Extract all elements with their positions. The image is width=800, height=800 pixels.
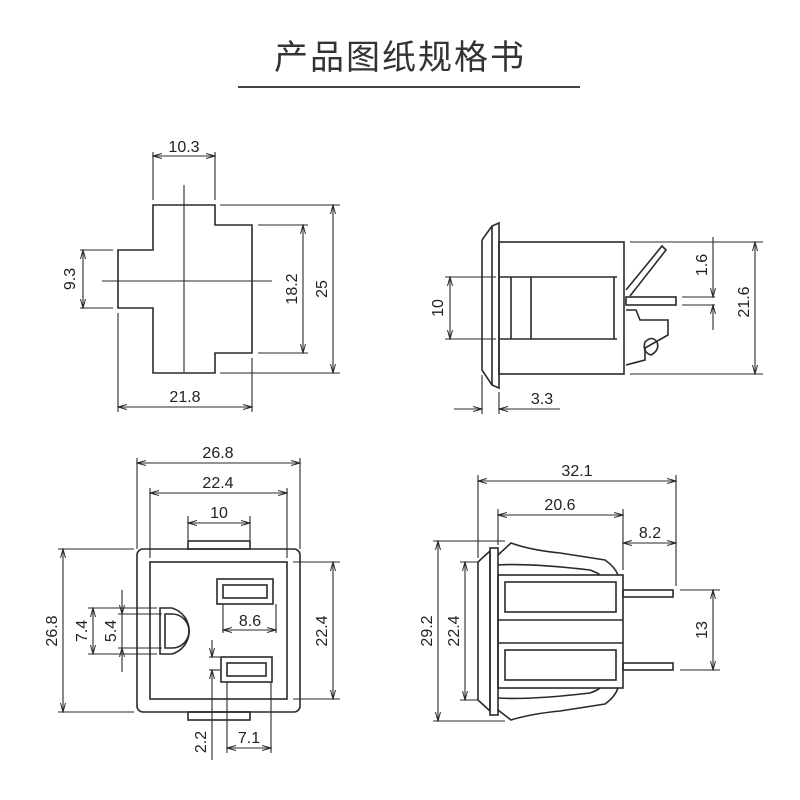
top-pin-lower bbox=[622, 662, 674, 671]
face-lower-slot-outer bbox=[220, 656, 273, 683]
dim-top-body-length: 20.6 bbox=[544, 497, 575, 514]
dim-top-pin-span: 13 bbox=[694, 621, 711, 639]
cutout-outline bbox=[117, 204, 253, 374]
top-flange-bevel bbox=[477, 549, 491, 713]
dim-side-flange: 3.3 bbox=[531, 391, 553, 408]
dim-face-tab-width: 10 bbox=[210, 505, 228, 522]
side-angled-pin bbox=[625, 244, 668, 297]
dim-face-outer-height: 26.8 bbox=[44, 615, 61, 646]
dim-side-total-height: 21.6 bbox=[736, 286, 753, 317]
dim-top-flange-height: 29.2 bbox=[419, 615, 436, 646]
dim-face-outer-width: 26.8 bbox=[202, 445, 233, 462]
dim-inner-height: 18.2 bbox=[284, 273, 301, 304]
top-body bbox=[497, 574, 624, 689]
dim-face-offset: 2.2 bbox=[193, 731, 210, 753]
face-bottom-tab bbox=[187, 711, 251, 721]
top-housing-upper bbox=[497, 542, 619, 576]
dim-top-body-height: 22.4 bbox=[446, 615, 463, 646]
top-window-lower bbox=[504, 649, 617, 681]
dim-face-lower-slot: 7.1 bbox=[238, 730, 260, 747]
top-pin-upper bbox=[622, 589, 674, 598]
view-face: 26.8 22.4 10 26.8 7.4 5.4 8.6 bbox=[44, 445, 340, 760]
face-top-tab bbox=[187, 540, 251, 550]
dim-face-slot-width: 8.6 bbox=[239, 613, 261, 630]
dim-side-left-height: 10 bbox=[430, 299, 447, 317]
face-inner bbox=[149, 561, 288, 700]
dim-top-pin-length: 8.2 bbox=[639, 525, 661, 542]
side-flange bbox=[481, 221, 500, 390]
dim-top-width: 10.3 bbox=[168, 139, 199, 156]
view-side: 10 1.6 21.6 3.3 bbox=[430, 221, 763, 414]
dim-face-ground-outer: 7.4 bbox=[74, 620, 91, 642]
side-terminal bbox=[625, 309, 669, 366]
side-terminal-hole bbox=[643, 337, 659, 356]
dim-side-tab-gap: 1.6 bbox=[694, 254, 711, 276]
side-body bbox=[498, 241, 625, 375]
side-flat-pin bbox=[625, 296, 677, 306]
title-underline bbox=[238, 86, 580, 88]
dim-face-inner-width: 22.4 bbox=[202, 475, 233, 492]
view-top: 32.1 20.6 8.2 29.2 22.4 13 bbox=[419, 463, 720, 721]
dim-bottom-width: 21.8 bbox=[169, 389, 200, 406]
top-housing-lower bbox=[497, 687, 619, 721]
face-upper-slot-outer bbox=[216, 578, 274, 605]
dim-face-inner-height: 22.4 bbox=[314, 615, 331, 646]
dim-face-ground-inner: 5.4 bbox=[103, 620, 120, 642]
dim-left-height: 9.3 bbox=[62, 268, 79, 290]
dim-top-total-length: 32.1 bbox=[561, 463, 592, 480]
top-flange bbox=[489, 547, 499, 716]
dim-outer-height: 25 bbox=[314, 280, 331, 298]
page-title: 产品图纸规格书 bbox=[274, 38, 526, 78]
face-lower-slot-inner bbox=[226, 662, 267, 677]
face-upper-slot-inner bbox=[222, 584, 268, 599]
face-ground-pin-inner bbox=[164, 613, 190, 649]
view-front-cutout: 10.3 9.3 18.2 25 21.8 bbox=[62, 139, 340, 412]
top-window-upper bbox=[504, 581, 617, 613]
